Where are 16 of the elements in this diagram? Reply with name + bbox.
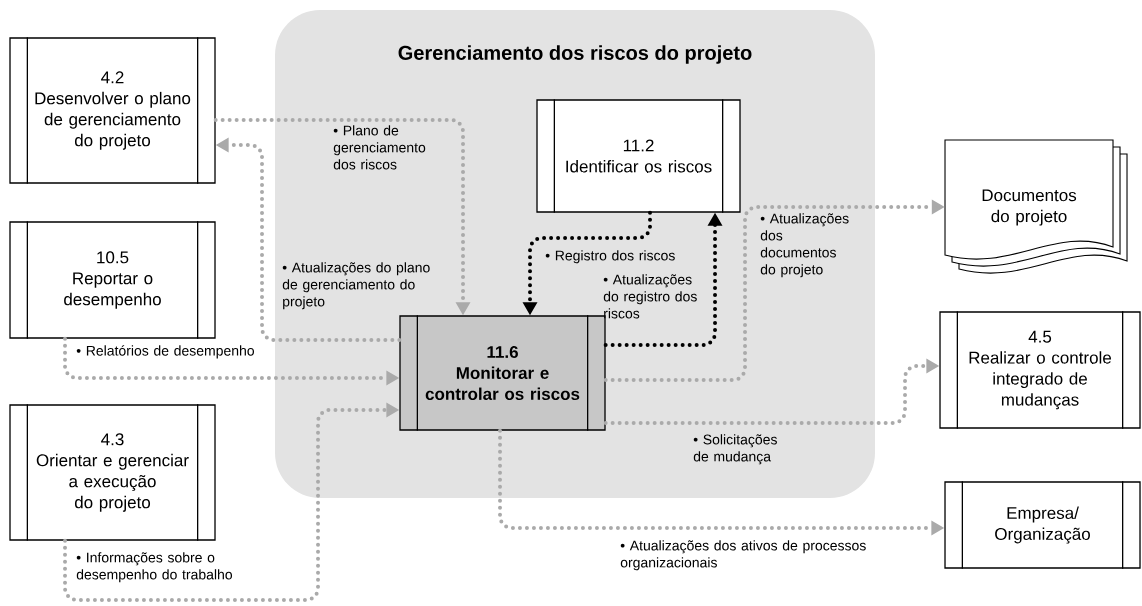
process-box: 4.5 Realizar o controle integrado de mudanças (939, 310, 1141, 430)
edge-label: • Plano de gerenciamento dos riscos (333, 125, 426, 170)
edge-label: • Atualizações dos ativos de processos organizacionais (620, 540, 866, 571)
edge-label: • Atualizações do plano de gerenciamento do projeto (282, 262, 430, 310)
edge-label: • Registro dos riscos (545, 250, 675, 264)
process-box: 4.3 Orientar e gerenciar a execução do projeto (9, 403, 216, 542)
edge-label: • Relatórios de desempenho (76, 345, 254, 359)
process-box: 10.5 Reportar o desempenho (9, 220, 216, 340)
document-stack: Documentos do projeto (944, 139, 1128, 274)
edge-label: • Solicitações de mudança (693, 434, 777, 465)
process-box: Empresa/ Organização (944, 480, 1141, 570)
process-box: 4.2 Desenvolver o plano de gerenciamento do projeto (9, 36, 216, 185)
edge-label: • Informações sobre o desempenho do trabalho (76, 552, 233, 583)
edge-label: • Atualizações do registro dos riscos (603, 274, 697, 319)
edge-label: • Atualizações dos documentos do projeto (760, 213, 849, 278)
process-box: 11.2 Identificar os riscos (536, 98, 741, 214)
